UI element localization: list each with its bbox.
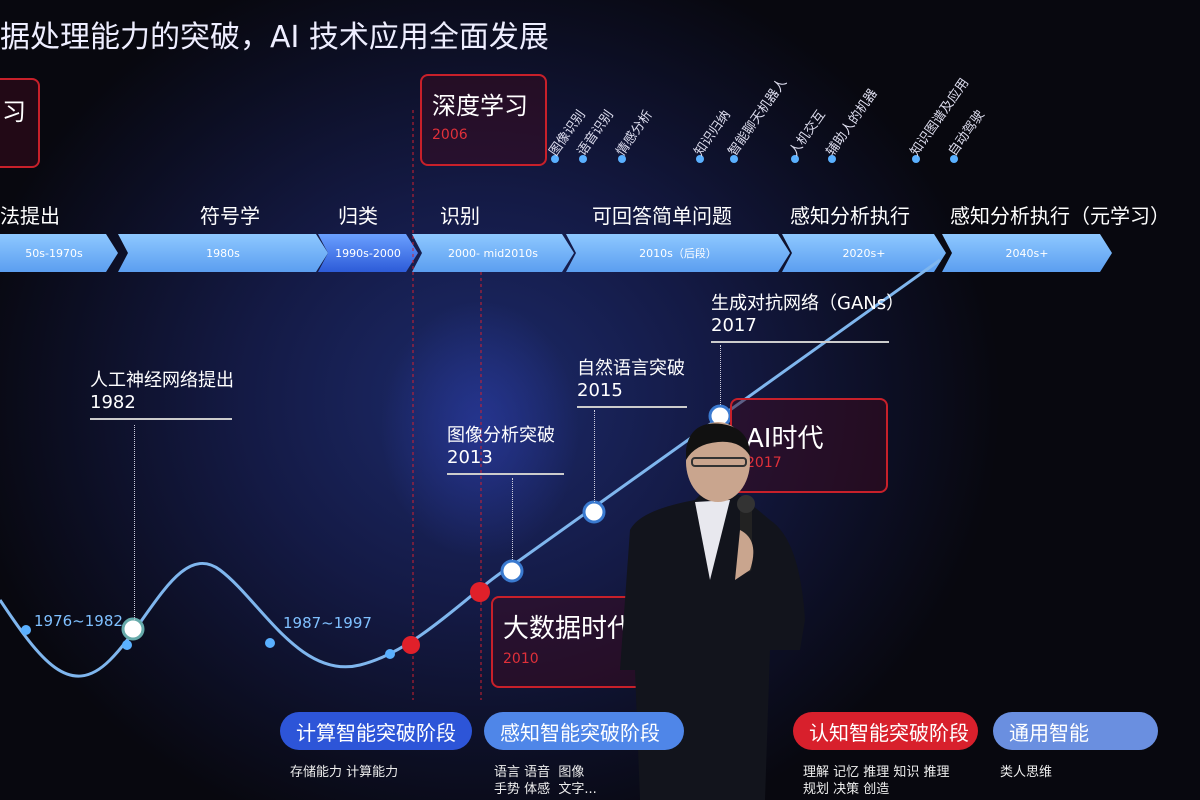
phase-desc: 类人思维: [1000, 765, 1053, 780]
tag-dot: [828, 155, 836, 163]
phase-pill: 感知智能突破阶段: [484, 712, 684, 750]
stage-label: 感知分析执行: [790, 204, 910, 228]
event-connector: [512, 478, 513, 560]
left-box: 习: [0, 78, 40, 168]
stage-label: 可回答简单问题: [592, 204, 732, 228]
phase-pill: 计算智能突破阶段: [280, 712, 472, 750]
stage-label: 归类: [338, 204, 378, 228]
stage-label: 感知分析执行（元学习）: [950, 204, 1170, 228]
stage-period-arrow: 2040s+: [942, 234, 1112, 272]
event-gans: 生成对抗网络（GANs）2017: [711, 293, 904, 343]
left-box-label: 习: [2, 98, 26, 126]
stage-label: 识别: [440, 204, 480, 228]
stage-period-arrow: 1990s-2000: [318, 234, 418, 272]
stage-period-arrow: 50s-1970s: [0, 234, 118, 272]
stage-label: 符号学: [200, 204, 260, 228]
tag-dot: [551, 155, 559, 163]
tag-dot: [950, 155, 958, 163]
slide-title: 据处理能力的突破，AI 技术应用全面发展: [0, 20, 549, 55]
phase-desc: 语言 语音 图像 手势 体感 文字...: [494, 765, 597, 797]
stage-label: 法提出: [0, 204, 60, 228]
tag-dot: [618, 155, 626, 163]
phase-pill: 认知智能突破阶段: [793, 712, 978, 750]
phase-desc: 存储能力 计算能力: [290, 765, 399, 780]
deep-learning-label: 深度学习: [432, 92, 528, 120]
tag-dot: [730, 155, 738, 163]
stage-period-arrow: 2010s（后段）: [566, 234, 790, 272]
tag-dot: [696, 155, 704, 163]
deep-learning-year: 2006: [432, 127, 468, 143]
phase-pill: 通用智能: [993, 712, 1158, 750]
stage-period-arrow: 2020s+: [782, 234, 946, 272]
range-1: 1976~1982: [34, 612, 123, 630]
deep-learning-box: 深度学习 2006: [420, 74, 547, 166]
tag-dot: [579, 155, 587, 163]
tag-dot: [791, 155, 799, 163]
event-connector: [720, 345, 721, 405]
event-connector: [134, 425, 135, 620]
event-connector: [594, 410, 595, 502]
phase-desc: 理解 记忆 推理 知识 推理 规划 决策 创造: [803, 765, 950, 797]
range-2: 1987~1997: [283, 614, 372, 632]
tag-dot: [912, 155, 920, 163]
stage-period-arrow: 1980s: [118, 234, 328, 272]
stage-period-arrow: 2000- mid2010s: [412, 234, 574, 272]
